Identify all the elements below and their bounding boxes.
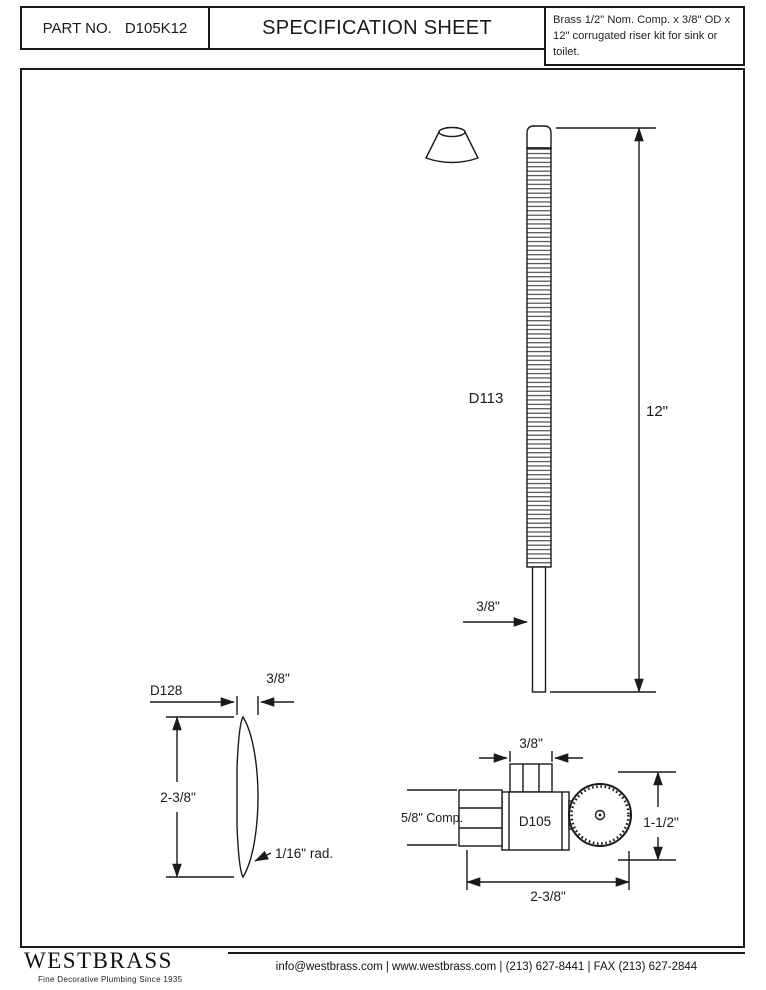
valve (407, 751, 676, 890)
sheet-title-box: SPECIFICATION SHEET (208, 6, 546, 50)
flange-profile (236, 715, 259, 879)
sheet-title: SPECIFICATION SHEET (262, 16, 492, 39)
riser-corrugated-section (526, 147, 552, 568)
cone-ferrule (425, 126, 479, 164)
flange-label: D128 (150, 683, 182, 698)
riser-od-label: 3/8" (476, 599, 500, 614)
part-no-box: PART NO. D105K12 (20, 6, 210, 50)
valve-outlet-label: 3/8" (519, 736, 543, 751)
riser-length-label: 12" (646, 403, 668, 420)
riser-label: D113 (469, 390, 504, 407)
valve-height-label: 1-1/2" (643, 815, 679, 830)
product-description: Brass 1/2" Nom. Comp. x 3/8" OD x 12" co… (553, 14, 731, 58)
contact-bar: info@westbrass.com | www.westbrass.com |… (228, 952, 745, 973)
flange-radius-label: 1/16" rad. (275, 846, 333, 861)
product-description-box: Brass 1/2" Nom. Comp. x 3/8" OD x 12" co… (544, 6, 745, 66)
drawing-area: D113 12" 3/8" (20, 68, 745, 948)
riser-tube (526, 125, 552, 693)
contact-info: info@westbrass.com | www.westbrass.com |… (275, 961, 698, 973)
flange (150, 696, 294, 879)
part-no-label: PART NO. (42, 19, 112, 37)
valve-label: D105 (519, 814, 551, 829)
valve-outlet-hex (509, 763, 553, 793)
brand-logo: WESTBRASS Fine Decorative Plumbing Since… (24, 948, 182, 984)
flange-width-label: 3/8" (266, 671, 290, 686)
brand-name: WESTBRASS (24, 948, 173, 973)
valve-inlet-label: 5/8" Comp. (401, 811, 463, 825)
dim-riser-length (550, 127, 656, 693)
technical-drawing: D113 12" 3/8" (150, 125, 679, 904)
valve-width-label: 2-3/8" (530, 889, 566, 904)
riser-smooth-section (531, 566, 547, 693)
brand-tagline: Fine Decorative Plumbing Since 1935 (38, 975, 183, 984)
part-no-value: D105K12 (124, 19, 188, 37)
flange-height-label: 2-3/8" (160, 790, 196, 805)
comp-nut (458, 789, 503, 847)
